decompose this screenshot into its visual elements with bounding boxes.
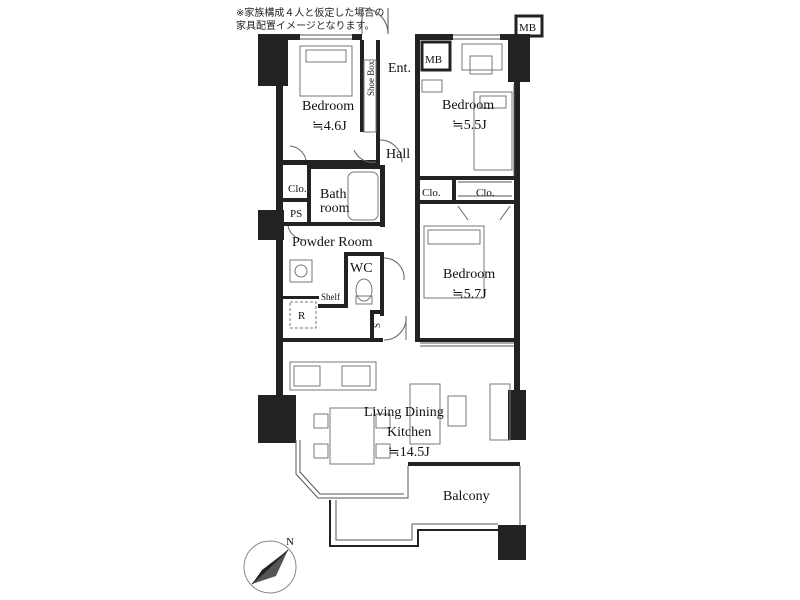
pillar-bottom-right (498, 525, 526, 560)
wall-right (514, 80, 520, 392)
entrance-door (361, 7, 389, 35)
shelf-label: Shelf (321, 292, 340, 302)
mb-top-box (514, 14, 544, 38)
bedroom1-name: Bedroom (302, 99, 354, 114)
note-line-2: 家具配置イメージとなります。 (236, 21, 375, 32)
ldk-name-line1: Living Dining (364, 405, 444, 420)
bedroom3-size: ≒5.7J (452, 287, 487, 302)
pillar-left-lower (258, 395, 296, 443)
exterior-walls (258, 34, 530, 560)
bath-label-line1: Bath (320, 187, 346, 202)
wall-top-d (500, 34, 510, 40)
furniture (289, 43, 521, 547)
wall-top-b (352, 34, 362, 40)
storage-label: S (372, 323, 382, 328)
bedroom1-size: ≒4.6J (312, 119, 347, 134)
interior-walls (283, 40, 520, 466)
wc-label: WC (350, 261, 373, 276)
wall-top-a (283, 34, 300, 40)
bedroom3-name: Bedroom (443, 267, 495, 282)
bath-label-line2: room (320, 201, 350, 216)
mb-inner-box (420, 40, 452, 72)
bedroom2-size: ≒5.5J (452, 118, 487, 133)
entrance-label: Ent. (388, 61, 411, 76)
note-line-1: ※家族構成４人と仮定した場合の (236, 8, 385, 19)
hall-label: Hall (386, 147, 410, 162)
wall-top-c (415, 34, 453, 40)
bedroom2-name: Bedroom (442, 98, 494, 113)
mb-top-label: MB (519, 22, 536, 34)
pillar-top-right (508, 34, 530, 82)
ldk-size: ≒14.5J (388, 445, 430, 460)
compass-icon (243, 540, 297, 594)
mb-inner-label: MB (425, 54, 442, 66)
balcony-label: Balcony (443, 489, 490, 504)
powder-room-label: Powder Room (292, 235, 373, 250)
pillar-top-left (258, 34, 288, 86)
ldk-name-line2: Kitchen (387, 425, 431, 440)
closet1-label: Clo. (422, 187, 441, 199)
closet2-label: Clo. (476, 187, 495, 199)
compass-north-label: N (286, 536, 294, 548)
pillar-right-mid (508, 390, 526, 440)
wall-left (276, 84, 283, 396)
shoe-box-label: Shoe Box (366, 60, 376, 96)
ps-label: PS (290, 208, 302, 220)
refrigerator-label: R (298, 310, 306, 322)
closet3-label: Clo. (288, 183, 307, 195)
